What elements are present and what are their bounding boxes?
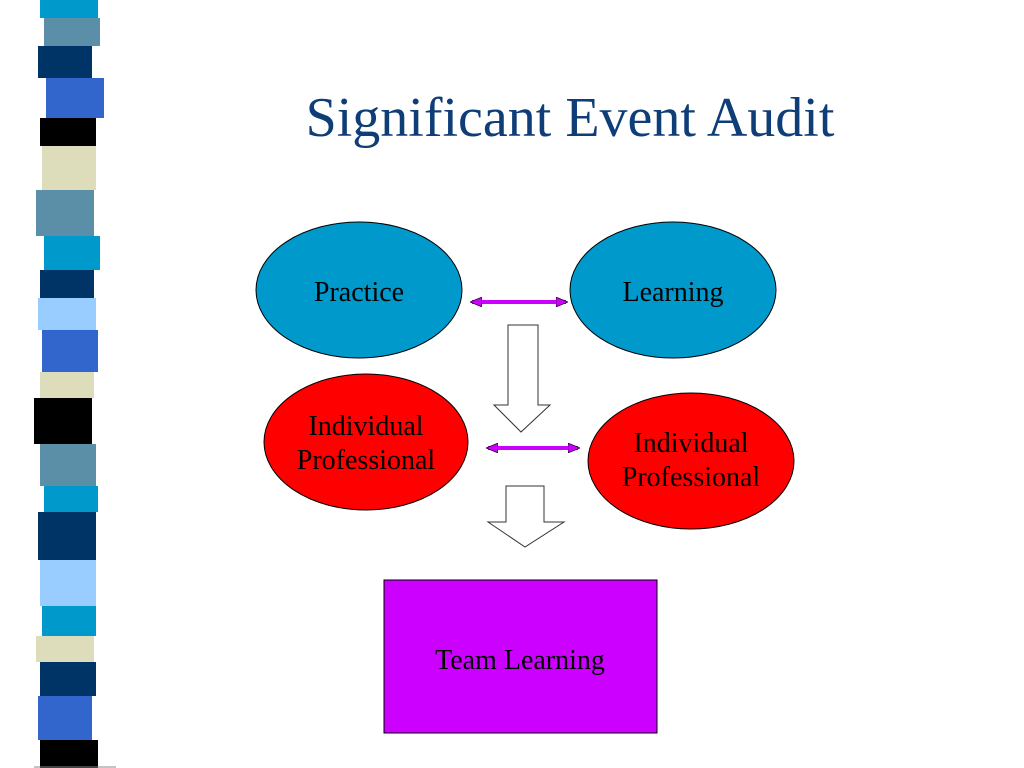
stripe-segment	[36, 190, 94, 236]
stripe-segment	[36, 636, 94, 662]
stripe-segment	[42, 330, 98, 372]
stripe-segment	[46, 78, 104, 118]
node-label-line: Professional	[622, 462, 761, 493]
stripe-segment	[40, 372, 94, 398]
stripe-segment	[38, 512, 96, 560]
stripe-segment	[42, 146, 96, 190]
node-label-line: Professional	[297, 445, 436, 476]
node-label-line: Individual	[633, 428, 748, 459]
node-learning-label: Learning	[622, 277, 723, 308]
node-label-line: Learning	[622, 277, 723, 308]
stripe-segment	[40, 662, 96, 696]
stripe-segment	[44, 18, 100, 46]
stripe-segment	[44, 486, 98, 512]
stripe-segment	[40, 0, 98, 18]
node-label-line: Team Learning	[435, 645, 605, 676]
node-label-line: Practice	[314, 277, 404, 308]
node-label-line: Individual	[308, 411, 423, 442]
node-practice-shape	[255, 221, 463, 359]
node-learning: Learning	[569, 221, 777, 359]
block-arrow-down-1	[492, 324, 552, 433]
stripe-segment	[42, 606, 96, 636]
stripe-segment	[38, 298, 96, 330]
stripe-segment	[40, 118, 96, 146]
stripe-segment	[34, 398, 92, 444]
node-individual-professional-right-shape	[587, 392, 795, 530]
node-team-learning-label: Team Learning	[435, 645, 605, 676]
stripe-segment	[40, 560, 96, 606]
node-practice-label: Practice	[314, 277, 404, 308]
node-learning-shape	[569, 221, 777, 359]
stripe-segment	[40, 444, 96, 486]
stripe-segment	[40, 270, 94, 298]
decorative-stripe-bar	[34, 0, 116, 768]
stripe-segment	[44, 236, 100, 270]
node-practice: Practice	[255, 221, 463, 359]
slide-title: Significant Event Audit	[305, 87, 835, 149]
node-team-learning-shape	[383, 579, 658, 734]
stripe-segment	[40, 740, 98, 768]
stripe-segment	[38, 696, 92, 740]
node-team-learning: Team Learning	[383, 579, 658, 734]
node-individual-professional-left-shape	[263, 373, 469, 511]
stripe-segment	[38, 46, 92, 78]
block-arrow-down-2	[486, 485, 566, 548]
